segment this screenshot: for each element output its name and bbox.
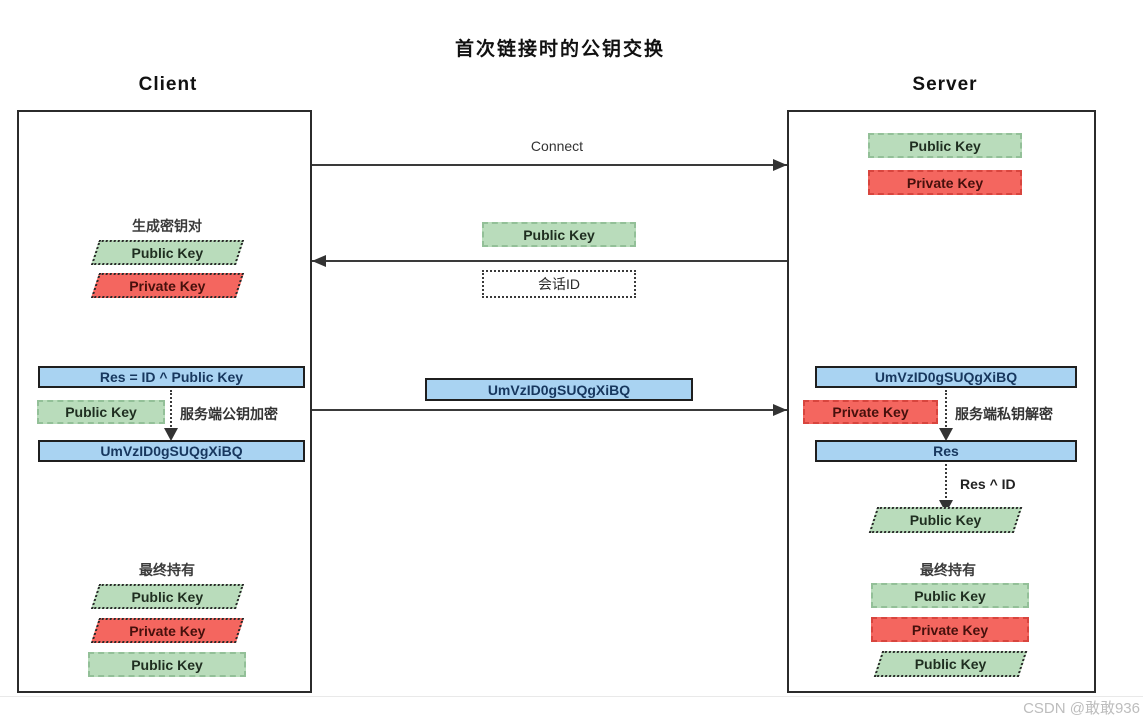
client-generated-public-key-label: Public Key: [131, 244, 204, 261]
server-decrypt-key-label: Private Key: [832, 404, 909, 420]
page-divider: [0, 696, 1143, 697]
server-derive-arrow-line: [945, 464, 947, 502]
server-public-key-label: Public Key: [909, 137, 981, 154]
client-generated-public-key: Public Key: [90, 240, 245, 265]
client-generated-private-key-label: Private Key: [129, 277, 206, 294]
client-encrypt-key-label: Public Key: [65, 404, 137, 420]
server-res-label: Res: [933, 443, 959, 459]
client-encrypt-arrowhead-down-icon: [164, 428, 178, 441]
server-decrypt-note: 服务端私钥解密: [955, 406, 1053, 422]
return-arrowhead-left-icon: [312, 255, 326, 267]
client-final-server-public-key: Public Key: [88, 652, 246, 677]
server-decrypt-key-box: Private Key: [803, 400, 938, 424]
client-final-private-key-label: Private Key: [129, 622, 206, 639]
send-cipher-arrow-line: [312, 409, 787, 411]
send-cipher-arrowhead-right-icon: [773, 404, 787, 416]
connect-arrow-line: [312, 164, 787, 166]
server-received-cipher-box: UmVzID0gSUQgXiBQ: [815, 366, 1077, 388]
client-final-private-key: Private Key: [90, 618, 245, 643]
client-final-public-key: Public Key: [90, 584, 245, 609]
client-res-formula-box: Res = ID ^ Public Key: [38, 366, 305, 388]
public-key-message-box: Public Key: [482, 222, 636, 247]
connect-arrowhead-right-icon: [773, 159, 787, 171]
cipher-message-box: UmVzID0gSUQgXiBQ: [425, 378, 693, 401]
server-received-cipher-label: UmVzID0gSUQgXiBQ: [874, 369, 1018, 385]
server-decrypt-arrow-line: [945, 390, 947, 430]
client-cipher-label: UmVzID0gSUQgXiBQ: [100, 443, 243, 459]
server-public-key-box: Public Key: [868, 133, 1022, 158]
server-decrypt-arrowhead-down-icon: [939, 428, 953, 441]
server-private-key-label: Private Key: [906, 174, 984, 191]
server-final-private-key: Private Key: [871, 617, 1029, 642]
client-generated-private-key: Private Key: [90, 273, 245, 298]
server-final-client-public-key-label: Public Key: [914, 656, 987, 672]
client-final-label: 最终持有: [139, 562, 195, 578]
server-derived-public-key-label: Public Key: [909, 512, 982, 528]
server-res-box: Res: [815, 440, 1077, 462]
client-encrypt-arrow-line: [170, 390, 172, 430]
cipher-message-label: UmVzID0gSUQgXiBQ: [487, 381, 631, 398]
session-id-box: 会话ID: [482, 270, 636, 298]
session-id-label: 会话ID: [538, 276, 580, 292]
watermark: CSDN @敢敢936: [1023, 700, 1140, 717]
client-generate-label: 生成密钥对: [132, 218, 202, 234]
server-private-key-box: Private Key: [868, 170, 1022, 195]
return-arrow-line: [312, 260, 787, 262]
public-key-message-label: Public Key: [523, 226, 595, 243]
connect-label: Connect: [530, 138, 584, 154]
diagram-title: 首次链接时的公钥交换: [454, 39, 665, 60]
client-final-public-key-label: Public Key: [131, 588, 204, 605]
server-final-public-key: Public Key: [871, 583, 1029, 608]
client-header: Client: [138, 74, 198, 95]
server-final-public-key-label: Public Key: [914, 587, 986, 604]
server-final-client-public-key: Public Key: [873, 651, 1028, 677]
client-encrypt-note: 服务端公钥加密: [180, 406, 278, 422]
server-final-private-key-label: Private Key: [911, 621, 989, 638]
client-res-formula-label: Res = ID ^ Public Key: [99, 369, 244, 385]
client-encrypt-key-box: Public Key: [37, 400, 165, 424]
client-final-server-public-key-label: Public Key: [131, 656, 203, 673]
client-cipher-box: UmVzID0gSUQgXiBQ: [38, 440, 305, 462]
server-derive-note: Res ^ ID: [960, 476, 1016, 492]
server-header: Server: [912, 74, 978, 95]
server-final-label: 最终持有: [920, 562, 976, 578]
server-derived-public-key: Public Key: [868, 507, 1023, 533]
